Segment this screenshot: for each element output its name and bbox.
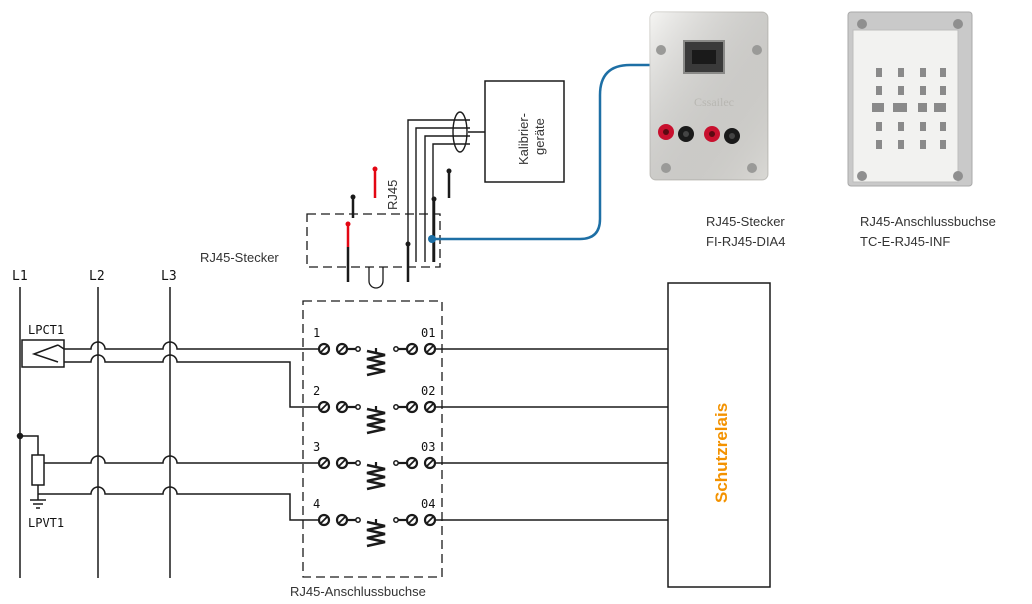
link-arrow [432, 63, 668, 241]
plug-caption-line1: RJ45-Stecker [706, 214, 785, 229]
rj45-cable [407, 111, 485, 262]
terminal-out-label: 01 [421, 326, 435, 340]
terminal-blocks: 1 01 2 02 3 03 4 04 [313, 326, 437, 548]
wire-2 [64, 354, 318, 408]
screw-icon [752, 45, 762, 55]
terminal-in-label: 2 [313, 384, 320, 398]
plug-brand: Cssailec [694, 95, 734, 109]
plug-label: RJ45-Stecker [200, 250, 279, 265]
lpct1-label: LPCT1 [28, 323, 64, 337]
terminal-in-label: 1 [313, 326, 320, 340]
screw-icon [857, 19, 867, 29]
phase-label-l3: L3 [161, 269, 177, 284]
terminal-out-label: 03 [421, 440, 435, 454]
phase-label-l1: L1 [12, 269, 28, 284]
plug-caption-line2: FI-RJ45-DIA4 [706, 234, 786, 249]
socket-caption-line2: TC-E-RJ45-INF [860, 234, 951, 249]
lpvt1-sensor [16, 432, 46, 509]
wire-1 [64, 341, 318, 350]
relay-box [667, 282, 771, 588]
calibration-label-2: geräte [532, 118, 547, 155]
socket-contacts-icon [872, 68, 946, 149]
lpct1-sensor [21, 339, 65, 368]
terminal-block: 1 01 [313, 326, 437, 377]
socket-dashed-box [302, 300, 443, 578]
phase-label-l2: L2 [89, 269, 105, 284]
signal-wires [38, 341, 668, 521]
screw-icon [857, 171, 867, 181]
terminal-out-label: 02 [421, 384, 435, 398]
relay-label: Schutzrelais [712, 403, 731, 503]
plug-photo: Cssailec [649, 11, 769, 181]
socket-photo [847, 11, 973, 187]
terminal-block: 4 04 [313, 497, 437, 548]
terminal-block: 3 03 [313, 440, 437, 491]
socket-label: RJ45-Anschlussbuchse [290, 584, 426, 599]
terminal-in-label: 4 [313, 497, 320, 511]
screw-icon [747, 163, 757, 173]
screw-icon [656, 45, 666, 55]
cable-label: RJ45 [385, 180, 400, 210]
lpvt1-label: LPVT1 [28, 516, 64, 530]
screw-icon [661, 163, 671, 173]
wire-4 [38, 486, 318, 521]
terminal-out-label: 04 [421, 497, 435, 511]
socket-caption-line1: RJ45-Anschlussbuchse [860, 214, 996, 229]
calibration-box [484, 80, 565, 183]
plug-photo-caption: RJ45-Stecker FI-RJ45-DIA4 [706, 212, 785, 252]
calibration-label-1: Kalibrier- [516, 113, 531, 165]
plug-key [368, 267, 384, 289]
plug-dashed-box [306, 213, 441, 268]
socket-photo-caption: RJ45-Anschlussbuchse TC-E-RJ45-INF [860, 212, 996, 252]
screw-icon [953, 171, 963, 181]
wire-3 [38, 455, 318, 464]
terminal-in-label: 3 [313, 440, 320, 454]
terminal-block: 2 02 [313, 384, 437, 435]
screw-icon [953, 19, 963, 29]
phase-lines [19, 287, 171, 578]
